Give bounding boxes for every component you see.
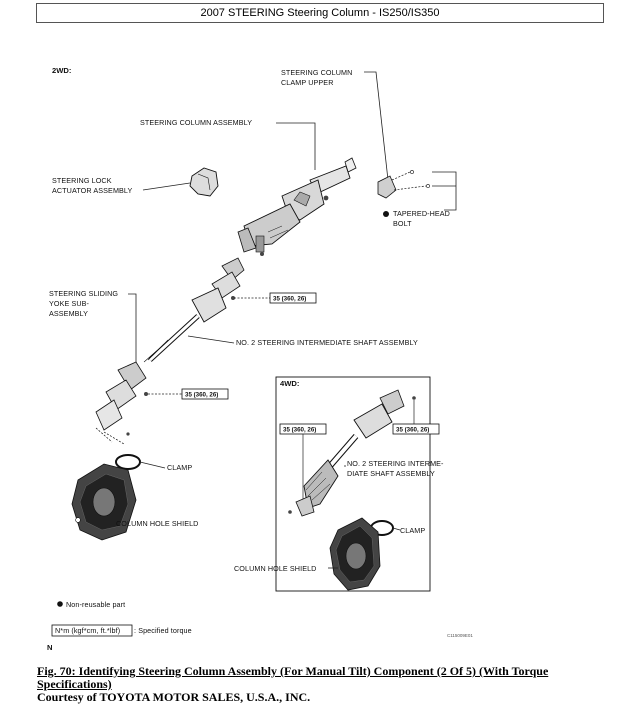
lock-actuator-part: [189, 167, 219, 197]
label-tapered-bolt-line2: BOLT: [393, 219, 412, 228]
column-hole-shield-2wd-part: [71, 463, 137, 541]
label-intermediate-4wd-line1: NO. 2 STEERING INTERME-: [347, 459, 444, 468]
leader-tapered-bolt-box: [432, 171, 457, 211]
page-header: 2007 STEERING Steering Column - IS250/IS…: [36, 3, 604, 23]
leader-clamp-upper: [364, 71, 389, 181]
label-intermediate-4wd-line2: DIATE SHAFT ASSEMBLY: [347, 469, 435, 478]
label-column-assembly: STEERING COLUMN ASSEMBLY: [140, 118, 252, 127]
lower-yoke-2wd-part: [95, 361, 148, 445]
steering-column-diagram: 2WD: STEERING COLUMN CLAMP UPPER STEERIN…: [47, 66, 473, 652]
label-hole-shield-2wd: COLUMN HOLE SHIELD: [116, 519, 198, 528]
label-lock-actuator-line1: STEERING LOCK: [52, 176, 112, 185]
torque-box-4: [392, 423, 440, 435]
section-4wd-frame: [275, 376, 431, 592]
section-2wd-label: 2WD:: [52, 66, 71, 75]
figure-caption: Fig. 70: Identifying Steering Column Ass…: [37, 665, 607, 704]
intermediate-shaft-2wd-part: [143, 257, 245, 363]
section-4wd-label: 4WD:: [280, 379, 299, 388]
label-sliding-yoke-line2: YOKE SUB-: [49, 299, 90, 308]
header-title: 2007 STEERING Steering Column - IS250/IS…: [200, 7, 440, 19]
label-clamp-upper-line1: STEERING COLUMN: [281, 68, 352, 77]
legend-torque-desc: : Specified torque: [134, 626, 192, 635]
torque-value-4: 35 (360, 26): [396, 427, 429, 434]
legend-non-reusable-text: Non-reusable part: [66, 600, 125, 609]
legend-torque-units: N*m (kgf*cm, ft.*lbf): [55, 626, 120, 635]
caption-title: Fig. 70: Identifying Steering Column Ass…: [37, 664, 549, 691]
torque-box-1: [269, 292, 317, 304]
torque-value-1: 35 (360, 26): [273, 296, 306, 303]
non-reusable-bullet-icon: [383, 211, 389, 217]
label-tapered-bolt-line1: TAPERED-HEAD: [393, 209, 450, 218]
clamp-upper-part: [377, 170, 430, 199]
label-intermediate-shaft: NO. 2 STEERING INTERMEDIATE SHAFT ASSEMB…: [236, 338, 418, 347]
intermediate-shaft-4wd-part: [288, 389, 416, 517]
steering-column-assembly-part: [237, 157, 357, 256]
label-clamp-2wd: CLAMP: [167, 463, 192, 472]
legend-non-reusable-icon: [57, 601, 63, 607]
label-clamp-upper-line2: CLAMP UPPER: [281, 78, 334, 87]
leader-sliding-yoke: [128, 293, 137, 380]
torque-box-2: [181, 388, 229, 400]
caption-courtesy: Courtesy of TOYOTA MOTOR SALES, U.S.A., …: [37, 690, 311, 704]
label-sliding-yoke-line1: STEERING SLIDING: [49, 289, 118, 298]
label-lock-actuator-line2: ACTUATOR ASSEMBLY: [52, 186, 132, 195]
leader-column-assembly: [276, 122, 316, 170]
lock-actuator-detail: [197, 173, 211, 191]
label-hole-shield-4wd: COLUMN HOLE SHIELD: [234, 564, 316, 573]
torque-value-3: 35 (360, 26): [283, 427, 316, 434]
clamp-2wd-part: [115, 454, 141, 470]
legend-torque-box: [51, 624, 133, 637]
column-hole-shield-4wd-part: [329, 517, 381, 591]
torque-value-2: 35 (360, 26): [185, 392, 218, 399]
figure-code: C115009E01: [447, 633, 473, 638]
label-sliding-yoke-line3: ASSEMBLY: [49, 309, 88, 318]
leader-lock-actuator: [142, 182, 191, 191]
north-mark: N: [47, 643, 52, 652]
label-clamp-4wd: CLAMP: [400, 526, 425, 535]
